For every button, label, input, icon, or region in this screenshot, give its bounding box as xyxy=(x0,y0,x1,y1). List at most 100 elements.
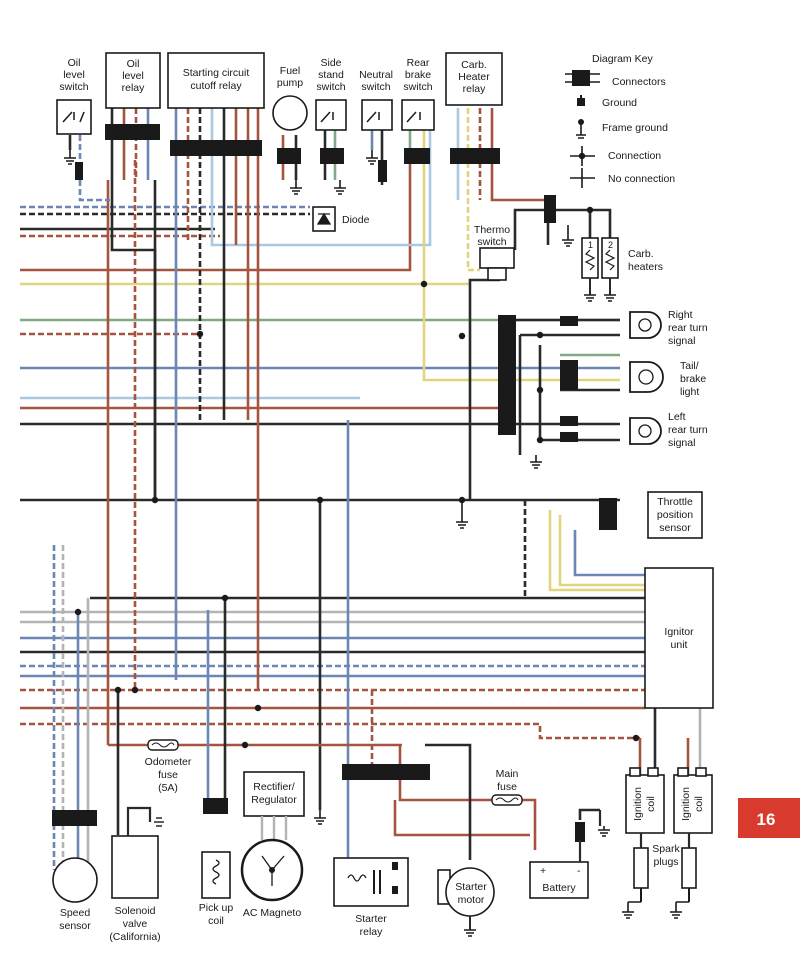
key-connectors: Connectors xyxy=(612,76,666,88)
thermo-label-2: switch xyxy=(477,236,506,248)
neutral-label-1: Neutral xyxy=(359,69,393,81)
carb-heaters: 1 2 Carb. heaters xyxy=(581,237,663,295)
thermo-switch: Thermo switch xyxy=(474,224,515,281)
ignition-coil-2: Ignition coil xyxy=(673,767,713,880)
upper-harness xyxy=(20,160,620,502)
carb-heaters-label-1: Carb. xyxy=(628,248,654,260)
oil-level-switch-label-1: Oil xyxy=(68,57,81,69)
carb-heater-relay-label-1: Carb. xyxy=(461,59,487,71)
page-number-badge: 16 xyxy=(738,798,800,838)
ground-icon xyxy=(464,929,476,937)
heater-2-label: 2 xyxy=(608,240,613,250)
ground-icon xyxy=(604,294,616,302)
spark-plugs: Spark plugs xyxy=(633,843,697,902)
diagram-key: Diagram Key Connectors Ground Frame grou… xyxy=(565,53,675,188)
heater-1-label: 1 xyxy=(588,240,593,250)
rear-brake-label-2: brake xyxy=(405,69,431,81)
key-no-connection: No connection xyxy=(608,173,675,185)
ground-icon xyxy=(366,150,378,165)
rear-brake-switch: Rear brake switch xyxy=(401,57,435,131)
main-fuse: Main fuse xyxy=(491,768,523,806)
oil-level-relay-label-3: relay xyxy=(122,82,146,94)
speed-sensor-label-2: sensor xyxy=(59,920,91,932)
side-stand-label-1: Side xyxy=(320,57,341,69)
ignitor-label-1: Ignitor xyxy=(664,626,694,638)
key-frame-ground: Frame ground xyxy=(602,122,668,134)
throttle-position-sensor: Throttle position sensor xyxy=(647,491,703,539)
solenoid-valve: Solenoid valve (California) xyxy=(109,806,164,943)
starting-relay-label-1: Starting circuit xyxy=(183,67,250,79)
speed-sensor: Speed sensor xyxy=(52,857,98,932)
left-rear-turn-signal: Left rear turn signal xyxy=(629,411,708,449)
lower-harness xyxy=(20,596,645,747)
connectors xyxy=(52,124,617,842)
key-title: Diagram Key xyxy=(592,53,653,65)
rectifier-regulator: Rectifier/ Regulator xyxy=(243,771,305,840)
starter-motor: Starter motor xyxy=(437,867,495,930)
carb-heater-relay-label-3: relay xyxy=(463,83,487,95)
right-rear-turn-signal: Right rear turn signal xyxy=(629,309,708,347)
diode-label: Diode xyxy=(342,214,370,226)
carb-heater-relay-label-2: Heater xyxy=(458,71,490,83)
ground-icon xyxy=(456,500,468,529)
rear-brake-label-3: switch xyxy=(403,81,432,93)
ac-magneto: AC Magneto xyxy=(240,838,304,919)
speed-sensor-label-1: Speed xyxy=(60,907,91,919)
ground-icon xyxy=(584,294,596,302)
tail-brake-label-1: Tail/ xyxy=(680,360,699,372)
neutral-label-2: switch xyxy=(361,81,390,93)
carb-heater-relay: Carb. Heater relay xyxy=(445,52,503,106)
solenoid-label-2: valve xyxy=(123,918,148,930)
tail-brake-label-2: brake xyxy=(680,373,706,385)
ignition-wiring xyxy=(638,708,702,775)
coil2-label-1: Ignition xyxy=(680,787,692,821)
starter-relay-label-2: relay xyxy=(360,926,384,938)
solenoid-label-1: Solenoid xyxy=(115,905,156,917)
ground-icon xyxy=(562,225,574,247)
coil2-label-2: coil xyxy=(693,796,705,812)
thermo-label-1: Thermo xyxy=(474,224,510,236)
main-fuse-label-1: Main xyxy=(496,768,519,780)
ground-icon xyxy=(334,180,346,195)
odometer-fuse-label-3: (5A) xyxy=(158,782,178,794)
ground-icon xyxy=(64,150,76,165)
spark-plugs-label-1: Spark xyxy=(652,843,680,855)
lower-verticals xyxy=(206,420,645,860)
pickup-coil: Pick up coil xyxy=(199,851,233,927)
junction-dots xyxy=(74,206,640,749)
coil1-label-2: coil xyxy=(645,796,657,812)
ac-magneto-label: AC Magneto xyxy=(243,907,302,919)
side-stand-label-3: switch xyxy=(316,81,345,93)
ground-icon xyxy=(314,810,326,825)
ground-icon xyxy=(530,455,542,469)
page-number: 16 xyxy=(757,810,776,829)
fuel-pump: Fuel pump xyxy=(272,65,308,131)
ground-icon xyxy=(622,901,641,919)
throttle-label-2: position xyxy=(657,509,693,521)
left-turn-label-2: rear turn xyxy=(668,424,708,436)
ground-icon xyxy=(598,826,610,837)
rear-brake-label-1: Rear xyxy=(407,57,430,69)
starter-relay: Starter relay xyxy=(333,857,409,938)
tail-brake-light: Tail/ brake light xyxy=(629,360,706,398)
battery-plus: + xyxy=(540,865,546,877)
pickup-label-2: coil xyxy=(208,915,224,927)
throttle-label-3: sensor xyxy=(659,522,691,534)
starter-motor-label-2: motor xyxy=(458,894,485,906)
ground-symbols xyxy=(64,150,689,937)
key-connection: Connection xyxy=(608,150,661,162)
right-turn-label-2: rear turn xyxy=(668,322,708,334)
right-turn-label-1: Right xyxy=(668,309,693,321)
ground-icon xyxy=(290,180,302,195)
spark-plugs-label-2: plugs xyxy=(653,856,678,868)
main-fuse-label-2: fuse xyxy=(497,781,517,793)
odometer-fuse-label-1: Odometer xyxy=(145,756,192,768)
left-turn-label-3: signal xyxy=(668,437,695,449)
carb-heaters-label-2: heaters xyxy=(628,261,663,273)
oil-level-relay: Oil level relay xyxy=(105,52,161,109)
left-vertical-wires xyxy=(52,160,157,870)
tail-brake-label-3: light xyxy=(680,386,699,398)
battery-minus: - xyxy=(577,865,581,877)
left-turn-label-1: Left xyxy=(668,411,686,423)
